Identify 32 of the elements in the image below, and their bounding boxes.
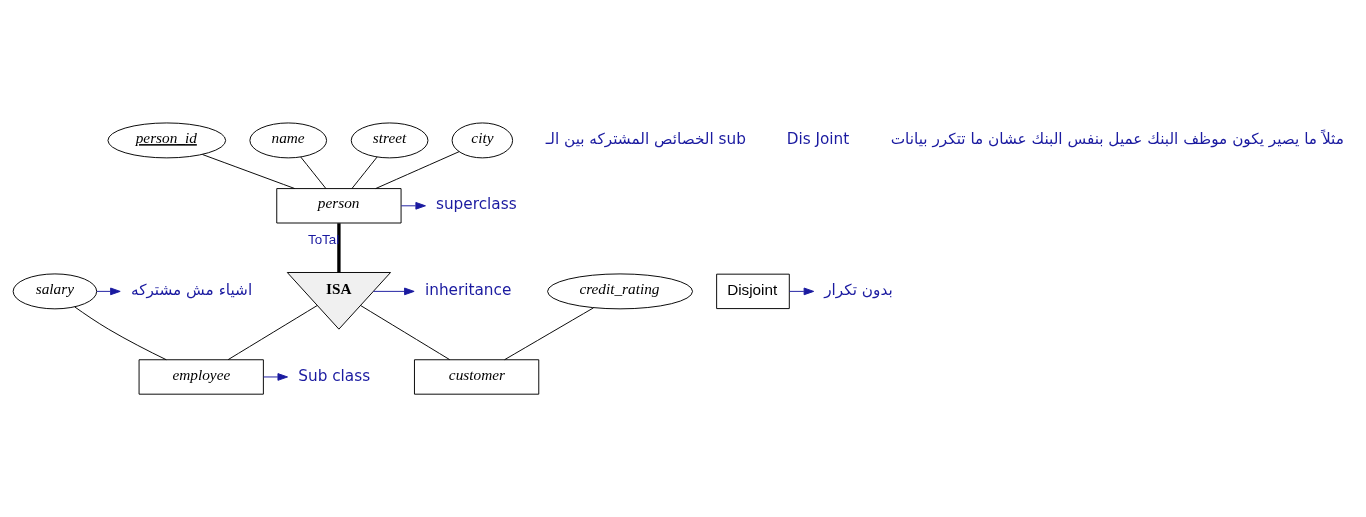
connector — [202, 154, 296, 190]
arrow — [789, 287, 815, 296]
node-box: Disjoint — [716, 273, 790, 310]
node-box: person — [276, 188, 402, 224]
node-box: customer — [413, 359, 540, 395]
node-ellipse: street — [350, 122, 429, 159]
node-text: بدون تكرار — [824, 281, 893, 300]
connector — [360, 305, 451, 361]
label: Dis Joint — [786, 130, 850, 149]
connector — [227, 305, 318, 361]
connector — [337, 223, 341, 273]
arrow — [96, 287, 121, 296]
node-ellipse: credit_rating — [547, 273, 694, 310]
label: مثلاً ما يصير يكون موظف البنك عميل بنفس البنك عشان ما تتكرر بيانات — [890, 130, 1344, 149]
node-ellipse: person_id — [107, 122, 227, 159]
connector — [300, 156, 327, 189]
node-text: superclass — [435, 195, 517, 214]
connector — [504, 307, 594, 361]
connector — [351, 156, 378, 189]
node-ellipse: name — [249, 122, 328, 159]
node-text: Sub class — [298, 366, 371, 385]
arrow — [262, 373, 288, 381]
node-ellipse: salary — [12, 273, 98, 310]
node-box: employee — [138, 359, 264, 395]
label: الخصائص المشتركه بين الـ sub — [545, 130, 746, 149]
arrow — [373, 287, 415, 296]
node-text: اشياء مش مشتركه — [130, 281, 253, 300]
node-text: inheritance — [424, 281, 512, 300]
connector — [74, 306, 167, 361]
node-ellipse: city — [451, 122, 514, 159]
connector — [375, 151, 460, 190]
arrow — [400, 201, 426, 210]
